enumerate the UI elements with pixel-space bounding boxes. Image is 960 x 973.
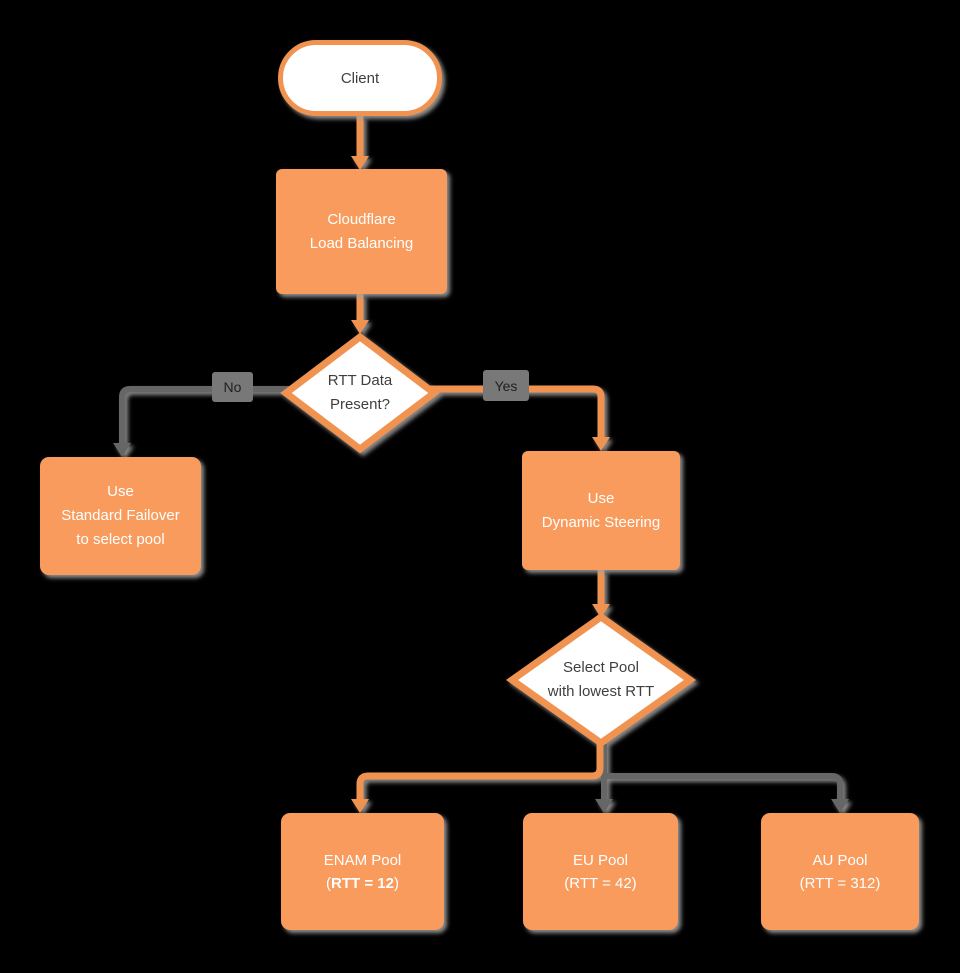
node-enam-pool-rtt: (RTT = 12) [326,872,399,895]
node-dynamic-steering-line2: Dynamic Steering [541,513,661,531]
arrowhead-standard-failover [113,443,131,457]
edge-select-pool-to-enam-pool [356,742,604,799]
enam-rtt-close: ) [393,874,399,892]
arrowhead-load-balancing [351,156,369,170]
node-dynamic-steering: Use Dynamic Steering [522,451,680,570]
arrowhead-rtt-decision [351,320,369,334]
arrowhead-select-pool [592,604,610,618]
enam-rtt-open: ( [326,874,332,892]
node-enam-pool: ENAM Pool (RTT = 12) [281,813,444,930]
node-dynamic-steering-line1: Use [587,489,615,507]
decision-rtt-data-present [280,332,440,454]
node-au-pool-rtt: (RTT = 312) [799,874,881,892]
arrowhead-enam-pool [351,799,369,813]
node-client-label: Client [340,69,380,87]
enam-rtt-value: RTT = 12 [331,874,394,892]
node-standard-failover-line2: Standard Failover [61,507,180,524]
node-standard-failover-line3: to select pool [76,531,165,548]
node-enam-pool-name: ENAM Pool [323,851,402,869]
decision-select-pool [505,612,697,748]
node-standard-failover-line1: Use [107,483,134,500]
node-eu-pool-name: EU Pool [572,851,629,869]
edge-label-yes: Yes [483,370,529,401]
arrowhead-dynamic-steering [592,437,610,451]
node-eu-pool: EU Pool (RTT = 42) [523,813,678,930]
node-standard-failover: Use Standard Failover to select pool [40,457,201,575]
node-au-pool: AU Pool (RTT = 312) [761,813,919,930]
edge-label-no: No [212,372,253,402]
edge-yes-to-dynamic-steering [430,385,605,437]
node-load-balancing-line1: Cloudflare [327,210,396,228]
arrowhead-au-pool [831,799,849,813]
node-load-balancing: Cloudflare Load Balancing [276,169,447,294]
node-client: Client [278,40,442,116]
node-eu-pool-rtt: (RTT = 42) [564,874,637,892]
edge-select-pool-to-au-pool [604,773,843,799]
node-load-balancing-line2: Load Balancing [309,234,414,252]
arrowhead-eu-pool [595,799,613,813]
node-au-pool-name: AU Pool [812,851,868,869]
edge-no-to-standard-failover [119,386,290,443]
